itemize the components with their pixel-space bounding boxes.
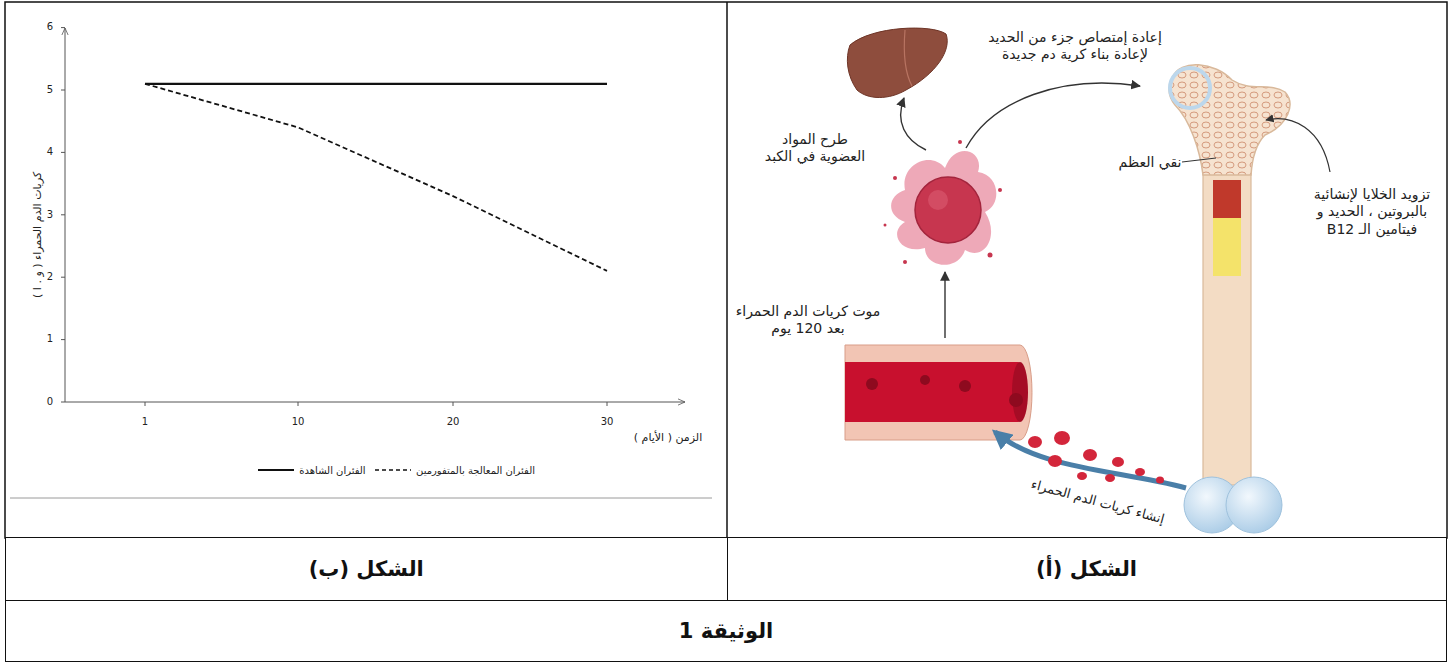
vessel-wall xyxy=(845,345,1032,440)
liver xyxy=(847,28,947,97)
tick-mark xyxy=(61,90,65,91)
tick-mark xyxy=(61,152,65,153)
chart-frame-rule xyxy=(10,498,712,499)
red-cell xyxy=(1028,436,1042,448)
callout-text: نقي العظم xyxy=(1119,154,1182,172)
table-divider xyxy=(726,2,728,538)
leader-line xyxy=(1182,158,1216,162)
legend-line xyxy=(258,469,294,471)
legend-sample xyxy=(258,466,294,474)
legend-sample xyxy=(375,466,411,474)
caption-cell: الشكل (أ) xyxy=(726,537,1447,601)
callout-text: طرح المواد العضوية في الكبد xyxy=(759,131,871,166)
red-cell xyxy=(1156,477,1164,484)
cell-debris xyxy=(891,151,996,265)
liver-lobe-line xyxy=(904,30,912,86)
caption-text: الوثيقة 1 xyxy=(679,619,774,643)
tick-label: 5 xyxy=(47,84,53,97)
axis-title: الزمن ( الأيام ) xyxy=(634,431,702,445)
arrow-to-bone xyxy=(966,83,1140,148)
cell-highlight xyxy=(928,190,948,210)
debris-dots xyxy=(884,140,1003,264)
caption-text: الشكل (أ) xyxy=(1036,557,1137,581)
red-cell xyxy=(1077,472,1087,480)
arrow-to-liver xyxy=(901,98,926,150)
axis-ticks xyxy=(61,28,607,406)
caption-cell: الوثيقة 1 xyxy=(5,600,1447,662)
tick-label: 6 xyxy=(47,21,53,34)
legend-line xyxy=(375,469,411,471)
caption-text: الشكل (ب) xyxy=(309,557,424,581)
tick-label: 0 xyxy=(47,396,53,409)
tick-label: 1 xyxy=(142,416,148,429)
debris-dot xyxy=(903,260,907,264)
debris-dot xyxy=(988,253,993,258)
legend-entry: الفئران المعالجة بالمتفورمين xyxy=(375,465,535,476)
vessel-lumen xyxy=(845,362,1026,422)
tick-label: 1 xyxy=(47,333,53,346)
red-cell xyxy=(866,378,878,390)
tick-mark xyxy=(61,214,65,215)
tick-label: 10 xyxy=(292,416,305,429)
tick-label: 30 xyxy=(601,416,614,429)
callout-text: إعادة إمتصاص جزء من الحديد لإعادة بناء ك… xyxy=(980,29,1170,64)
red-cell xyxy=(1083,449,1097,461)
red-cell xyxy=(1112,457,1124,467)
tick-mark xyxy=(61,277,65,278)
tick-mark xyxy=(61,27,65,28)
vessel-opening xyxy=(1012,362,1028,422)
debris-dot xyxy=(884,224,887,227)
caption-cell: الشكل (ب) xyxy=(5,537,728,601)
legend-text: الفئران المعالجة بالمتفورمين xyxy=(416,465,535,476)
tick-label: 2 xyxy=(47,271,53,284)
red-marrow xyxy=(1213,180,1241,218)
red-cell xyxy=(959,380,971,392)
tick-label: 3 xyxy=(47,209,53,222)
yellow-marrow xyxy=(1213,218,1241,276)
callout-text: إنشاء كريات الدم الحمراء xyxy=(1030,476,1167,527)
debris-dot xyxy=(958,140,962,144)
callout-text: تزويد الخلايا لإنشائية بالبروتين ، الحدي… xyxy=(1297,186,1447,239)
control-line xyxy=(145,83,607,85)
tick-mark xyxy=(145,402,146,406)
red-cell xyxy=(1009,393,1023,407)
red-cell xyxy=(920,375,930,385)
production-arrow xyxy=(995,432,1186,488)
debris-dot xyxy=(893,176,897,180)
callout-text: موت كريات الدم الحمراء بعد 120 يوم xyxy=(733,303,883,338)
femoral-head-cartilage xyxy=(1170,68,1210,108)
legend-entry: الفئران الشاهدة xyxy=(258,465,365,476)
axis-title: كريات الدم الحمراء ( و . ا ) xyxy=(31,172,45,298)
red-cell xyxy=(1054,431,1070,445)
bone-shaft xyxy=(1203,150,1251,485)
debris-dot xyxy=(998,188,1002,192)
arrow-to-dying-cell xyxy=(944,272,945,338)
dying-red-cell xyxy=(915,177,981,243)
tick-mark xyxy=(453,402,454,406)
bone-condyle xyxy=(1226,477,1282,533)
table-cell-frame xyxy=(5,2,1447,538)
treated-line xyxy=(145,84,607,271)
tick-label: 4 xyxy=(47,146,53,159)
tick-mark xyxy=(298,402,299,406)
red-cell xyxy=(1105,474,1115,482)
legend-text: الفئران الشاهدة xyxy=(299,465,365,476)
leader-arrow xyxy=(1266,119,1330,172)
tick-mark xyxy=(607,402,608,406)
tick-mark xyxy=(61,402,65,403)
red-cell xyxy=(1048,455,1062,467)
vessel-cells xyxy=(866,375,1023,407)
tick-label: 20 xyxy=(447,416,460,429)
new-red-cells xyxy=(1028,431,1164,484)
x-axis xyxy=(65,402,685,403)
red-cell xyxy=(1135,468,1145,476)
tick-mark xyxy=(61,339,65,340)
bone-head xyxy=(1169,65,1290,175)
